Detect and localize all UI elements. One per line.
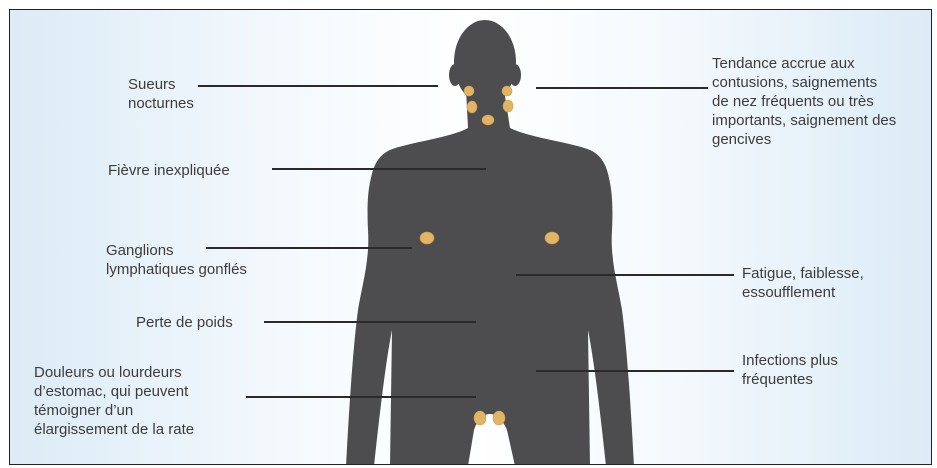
leader-night-sweats [198,85,438,87]
label-weight-loss: Perte de poids [136,313,233,332]
label-swollen-glands: Ganglions lymphatiques gonflés [106,241,247,279]
label-night-sweats: Sueurs nocturnes [128,75,194,113]
symptoms-diagram: Sueurs nocturnes Fièvre inexpliquée Gang… [9,9,932,465]
leader-infections [536,370,734,372]
leader-fever [272,168,486,170]
leader-fatigue [516,274,734,276]
leader-weight [264,321,476,323]
label-unexplained-fever: Fièvre inexpliquée [108,161,230,180]
leader-stomach [246,396,476,398]
label-bruising-bleeding: Tendance accrue aux contusions, saigneme… [712,54,896,149]
label-fatigue: Fatigue, faiblesse, essoufflement [742,264,864,302]
label-stomach-pain: Douleurs ou lourdeurs d’estomac, qui peu… [34,363,194,439]
label-infections: Infections plus fréquentes [742,351,838,389]
leader-bruising [536,87,708,89]
